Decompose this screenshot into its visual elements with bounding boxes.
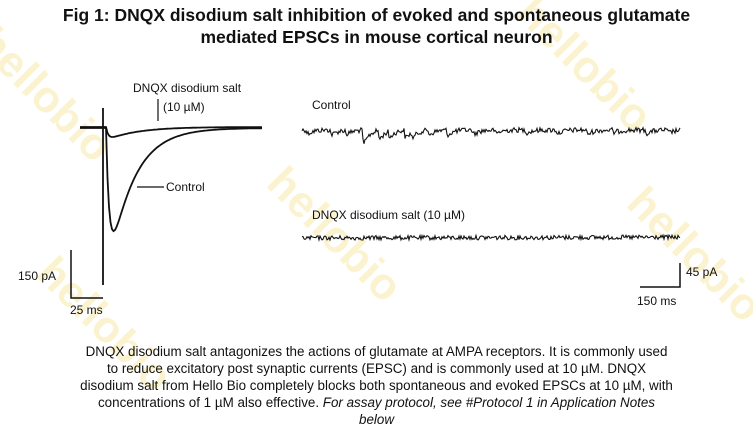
caption-line-3: disodium salt from Hello Bio completely … [80,378,673,393]
spontaneous-scale-bar [640,263,681,288]
caption-line-4-text: concentrations of 1 µM also effective. [97,395,323,410]
caption-line-1: DNQX disodium salt antagonizes the actio… [85,344,668,359]
caption-line-2: to reduce excitatory post synaptic curre… [106,361,647,376]
dnqx-label-line-1: DNQX disodium salt [133,81,242,95]
dnqx-label-line-2: (10 µM) [163,100,205,114]
figure-title-line-2: mediated EPSCs in mouse cortical neuron [200,27,553,47]
control-label: Control [166,180,205,194]
control-trace-label: Control [312,98,351,112]
evoked-scale-bar [70,250,103,299]
figure-caption: DNQX disodium salt antagonizes the actio… [6,343,747,428]
evoked-panel: DNQX disodium salt (10 µM) Control 150 p… [18,81,263,317]
caption-line-5: below [6,411,747,428]
spontaneous-scale-x-label: 150 ms [637,294,676,308]
spontaneous-scale-y-label: 45 pA [686,265,717,279]
figure-title: Fig 1: DNQX disodium salt inhibition of … [0,4,753,48]
dnqx-trace-label: DNQX disodium salt (10 µM) [312,208,465,222]
evoked-control-trace [80,127,263,233]
caption-protocol-note-end: below [359,412,394,427]
spontaneous-panel: Control DNQX disodium salt (10 µM) 45 pA… [301,98,717,308]
spont-control-trace [301,125,681,144]
figure-panels: DNQX disodium salt (10 µM) Control 150 p… [18,81,717,317]
caption-line-4: concentrations of 1 µM also effective. F… [6,394,747,411]
caption-protocol-note: For assay protocol, see #Protocol 1 in A… [322,395,656,410]
spont-dnqx-trace [301,233,681,242]
figure-title-line-1: Fig 1: DNQX disodium salt inhibition of … [62,5,691,25]
evoked-scale-x-label: 25 ms [70,303,103,317]
evoked-scale-y-label: 150 pA [18,269,56,283]
evoked-dnqx-trace [80,126,262,138]
